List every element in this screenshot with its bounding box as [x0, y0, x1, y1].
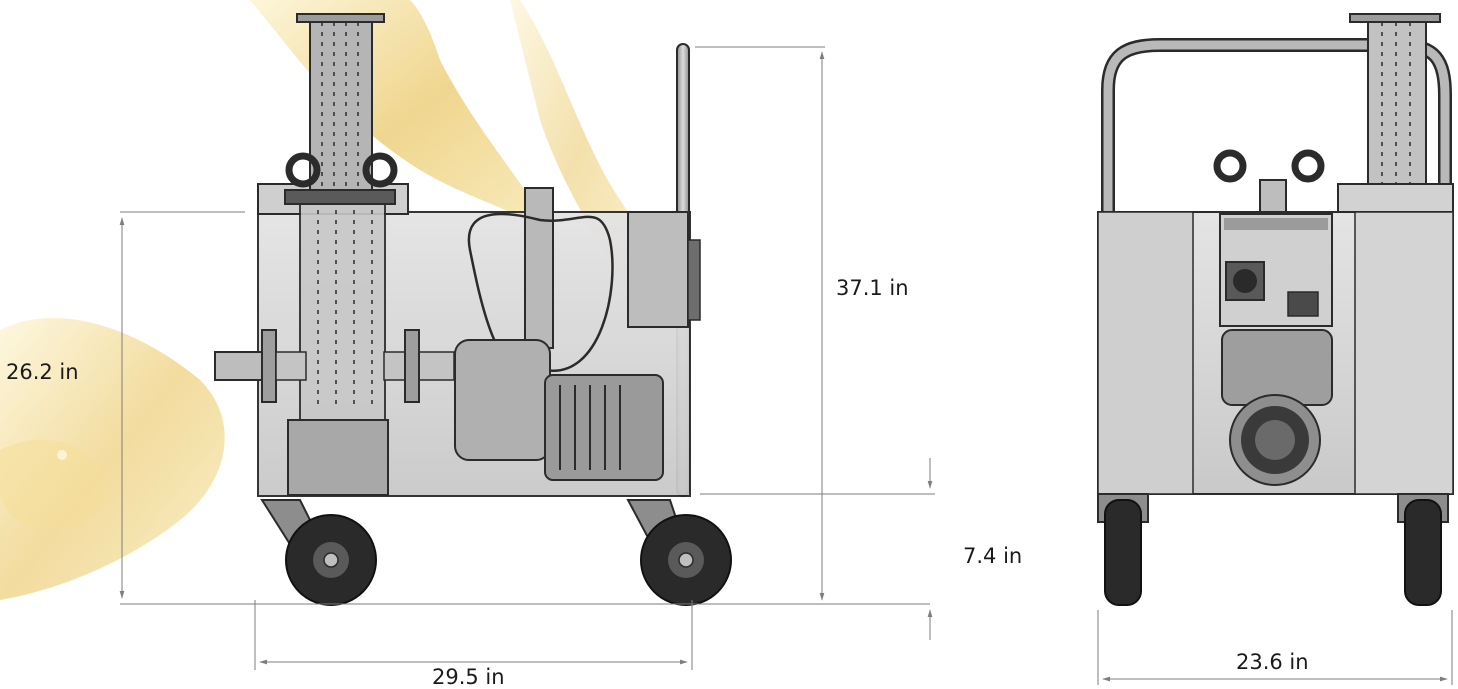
front-view [1097, 13, 1454, 685]
dimension-caster-height-label: 7.4 in [963, 544, 1023, 568]
dimension-total-height-label: 37.1 in [836, 276, 909, 300]
side-control-box [627, 211, 689, 328]
dimension-front-width-label: 23.6 in [1236, 650, 1309, 674]
side-caster-left [260, 499, 377, 606]
side-pump [454, 339, 551, 461]
side-filter-column [284, 13, 398, 496]
side-caster-right [626, 499, 732, 606]
front-dimension-lines [1097, 610, 1453, 685]
front-caster-right [1397, 493, 1449, 606]
front-caster-left [1097, 493, 1149, 606]
side-inlet-pipe [214, 351, 266, 381]
side-view [119, 13, 935, 670]
dimension-tank-height-label: 26.2 in [6, 360, 79, 384]
side-dimension-lines [119, 46, 935, 670]
front-pump [1221, 329, 1333, 406]
dimension-side-length-label: 29.5 in [432, 665, 505, 689]
